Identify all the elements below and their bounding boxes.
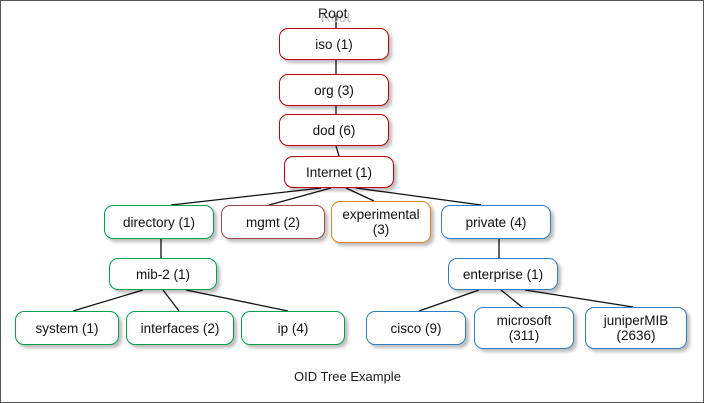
edge-mib2-to-ip	[185, 289, 289, 312]
tree-node-system[interactable]: system (1)	[15, 311, 119, 345]
root-label: Root	[318, 5, 348, 21]
tree-node-private[interactable]: private (4)	[441, 205, 551, 239]
tree-node-dod[interactable]: dod (6)	[279, 114, 389, 146]
tree-node-org[interactable]: org (3)	[279, 74, 389, 106]
edge-enterprise-to-juniper	[524, 289, 634, 308]
tree-node-cisco[interactable]: cisco (9)	[366, 311, 466, 345]
edge-mib2-to-system	[72, 289, 144, 312]
tree-node-juniper[interactable]: juniperMIB (2636)	[585, 307, 687, 349]
edge-enterprise-to-cisco	[418, 289, 480, 312]
edge-dod-to-internet	[335, 145, 340, 157]
tree-node-internet[interactable]: Internet (1)	[284, 156, 394, 188]
diagram-caption: OID Tree Example	[294, 369, 401, 384]
edge-internet-to-mgmt	[268, 187, 332, 206]
tree-node-directory[interactable]: directory (1)	[104, 205, 214, 239]
tree-node-enterprise[interactable]: enterprise (1)	[448, 258, 558, 290]
edge-mib2-to-interfaces	[162, 289, 180, 312]
tree-node-mgmt[interactable]: mgmt (2)	[221, 205, 325, 239]
edge-internet-to-directory	[170, 187, 322, 206]
tree-node-ip[interactable]: ip (4)	[241, 311, 345, 345]
tree-node-interfaces[interactable]: interfaces (2)	[126, 311, 234, 345]
tree-node-iso[interactable]: iso (1)	[279, 28, 389, 60]
tree-node-microsoft[interactable]: microsoft (311)	[474, 307, 574, 349]
edge-internet-to-experimental	[345, 187, 375, 202]
edge-enterprise-to-microsoft	[500, 289, 523, 308]
tree-node-experimental[interactable]: experimental (3)	[331, 201, 431, 243]
tree-node-mib2[interactable]: mib-2 (1)	[109, 258, 217, 290]
